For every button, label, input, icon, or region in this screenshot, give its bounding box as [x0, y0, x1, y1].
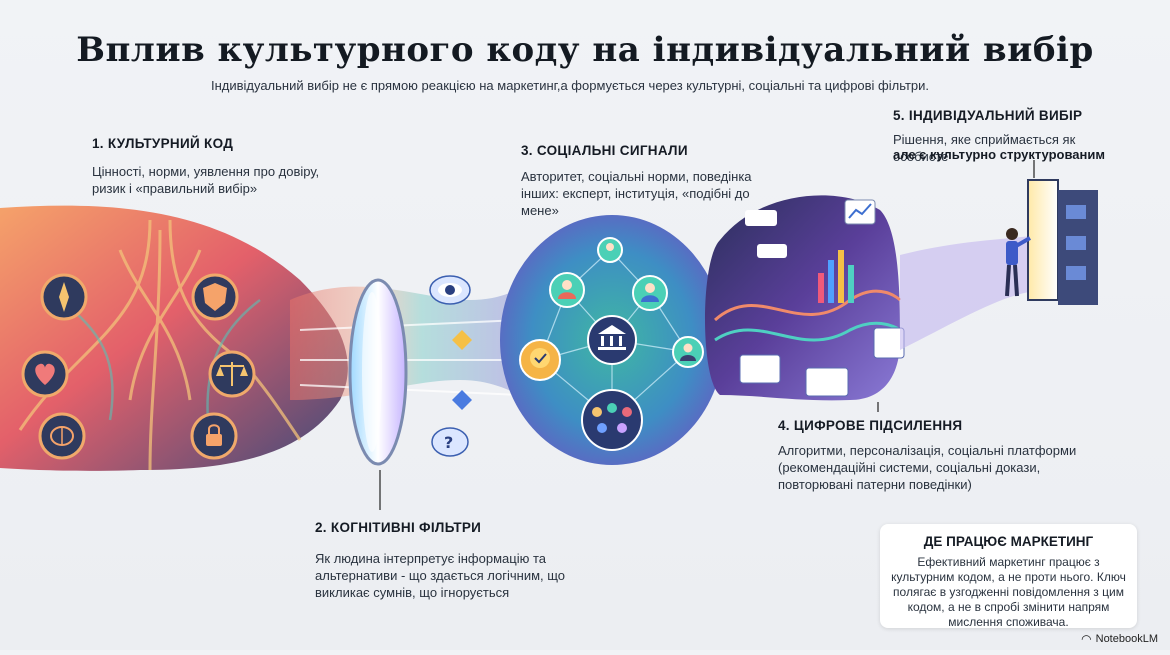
- brand-name: NotebookLM: [1095, 633, 1158, 645]
- step-5-bold-text: але є культурно структурованим: [893, 147, 1105, 162]
- flow-band-end: [900, 235, 1040, 350]
- person-icon: [672, 336, 704, 368]
- person-icon: [632, 275, 668, 311]
- person-icon: [549, 272, 585, 308]
- social-network: [500, 215, 724, 465]
- step-2-heading: 2. КОГНІТИВНІ ФІЛЬТРИ: [315, 520, 482, 535]
- step-2-text: Як людина інтерпретує інформацію та альт…: [315, 551, 566, 600]
- page-title: Вплив культурного коду на індивідуальний…: [76, 30, 1094, 70]
- scales-icon: [208, 350, 256, 398]
- person-pointing-icon: [1005, 228, 1031, 297]
- eye-icon: [429, 275, 471, 305]
- flow-band: [290, 280, 530, 400]
- step-3-heading: 3. СОЦІАЛЬНІ СИГНАЛИ: [521, 143, 688, 158]
- brand-mark: ◠ NotebookLM: [1081, 632, 1158, 646]
- step-5-heading: 5. ІНДИВІДУАЛЬНИЙ ВИБІР: [893, 108, 1083, 123]
- shield-icon: [191, 273, 239, 321]
- diamond-icon: [452, 390, 472, 410]
- step-4-text: Алгоритми, персоналізація, соціальні пла…: [778, 443, 1077, 492]
- bank-icon: [587, 315, 637, 365]
- content-card: [805, 367, 849, 397]
- digital-amplification: [705, 195, 905, 401]
- marketing-card-heading: ДЕ ПРАЦЮЄ МАРКЕТИНГ: [923, 534, 1094, 549]
- lock-icon: [190, 412, 238, 460]
- question-icon: ?: [431, 427, 469, 457]
- diamond-icon: [452, 330, 472, 350]
- step-1-heading: 1. КУЛЬТУРНИЙ КОД: [92, 136, 234, 151]
- group-icon: [581, 389, 643, 451]
- step-4-heading: 4. ЦИФРОВЕ ПІДСИЛЕННЯ: [778, 418, 963, 433]
- step-1-text: Цінності, норми, уявлення про довіру, ри…: [92, 164, 320, 196]
- person-icon: [597, 237, 623, 263]
- content-card: [739, 354, 781, 384]
- cognitive-lens: [348, 278, 408, 466]
- chart-icon: [818, 250, 854, 303]
- page-subtitle: Індивідуальний вибір не є прямою реакціє…: [210, 78, 930, 93]
- heart-hands-icon: [21, 350, 69, 398]
- content-card: [873, 327, 905, 359]
- brain-icon: [38, 412, 86, 460]
- message-bubble: [757, 244, 787, 258]
- compass-icon: [40, 273, 88, 321]
- marketing-card-text: Ефективний маркетинг працює з культурним…: [891, 555, 1126, 629]
- message-bubble: [745, 210, 777, 226]
- svg-text:?: ?: [444, 433, 453, 452]
- step-3-text: Авторитет, соціальні норми, поведінка ін…: [521, 169, 752, 218]
- badge-icon: [519, 339, 561, 381]
- notebooklm-logo-icon: ◠: [1081, 632, 1092, 646]
- individual-choice-scene: [1005, 179, 1098, 305]
- marketing-card: ДЕ ПРАЦЮЄ МАРКЕТИНГ Ефективний маркетинг…: [880, 524, 1137, 629]
- step-5-text: Рішення, яке сприймається як особисте: [893, 132, 1076, 164]
- culture-panel: [0, 205, 348, 471]
